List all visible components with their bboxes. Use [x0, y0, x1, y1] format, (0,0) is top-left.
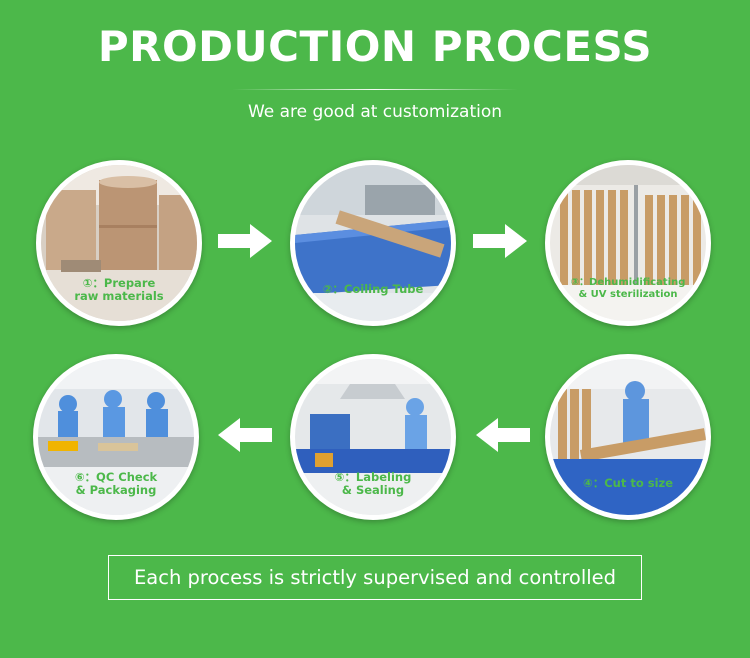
page-subtitle: We are good at customization [247, 102, 503, 122]
step-6-qc-check-packaging: ⑥：QC Check & Packaging [33, 354, 199, 520]
step-3-caption: ③：Dehumidificating & UV sterilization [550, 277, 706, 301]
step-5-caption-line-2: & Sealing [341, 483, 405, 497]
step-1-caption: ①：Prepare raw materials [41, 277, 197, 303]
arrow-right-icon [473, 224, 527, 258]
arrow-right-icon [218, 224, 272, 258]
step-1-photo: ①：Prepare raw materials [41, 165, 197, 321]
step-4-cut-to-size: ④：Cut to size [545, 354, 711, 520]
step-5-caption: ⑤：Labeling & Sealing [295, 471, 451, 497]
packaging-line-image [38, 359, 194, 515]
step-6-photo: ⑥：QC Check & Packaging [38, 359, 194, 515]
step-3-dehumidificating-uv-sterilization: ③：Dehumidificating & UV sterilization [545, 160, 711, 326]
step-3-caption-line-1: ③：Dehumidificating [570, 277, 686, 288]
step-5-caption-line-1: ⑤：Labeling [334, 470, 412, 484]
coiling-machine-image [295, 165, 451, 321]
step-6-caption: ⑥：QC Check & Packaging [38, 471, 194, 497]
page-title: PRODUCTION PROCESS [97, 22, 653, 71]
step-4-photo: ④：Cut to size [550, 359, 706, 515]
step-1-prepare-raw-materials: ①：Prepare raw materials [36, 160, 202, 326]
step-3-photo: ③：Dehumidificating & UV sterilization [550, 165, 706, 321]
step-5-photo: ⑤：Labeling & Sealing [295, 359, 451, 515]
step-2-caption: ②：Coiling Tube [295, 283, 451, 296]
step-2-caption-line-1: ②：Coiling Tube [322, 282, 424, 296]
step-4-caption-line-1: ④：Cut to size [582, 476, 674, 490]
step-6-caption-line-1: ⑥：QC Check [74, 470, 158, 484]
footer-banner: Each process is strictly supervised and … [108, 555, 642, 600]
step-1-caption-line-1: ①：Prepare [82, 276, 156, 290]
step-2-photo: ②：Coiling Tube [295, 165, 451, 321]
step-6-caption-line-2: & Packaging [75, 483, 157, 497]
step-5-labeling-sealing: ⑤：Labeling & Sealing [290, 354, 456, 520]
step-1-caption-line-2: raw materials [74, 289, 164, 303]
arrow-left-icon [218, 418, 272, 452]
arrow-left-icon [476, 418, 530, 452]
title-divider [232, 89, 518, 90]
cutting-machine-image [550, 359, 706, 515]
step-4-caption: ④：Cut to size [550, 477, 706, 490]
footer-text: Each process is strictly supervised and … [133, 566, 617, 589]
step-3-caption-line-2: & UV sterilization [578, 289, 678, 300]
step-2-coiling-tube: ②：Coiling Tube [290, 160, 456, 326]
